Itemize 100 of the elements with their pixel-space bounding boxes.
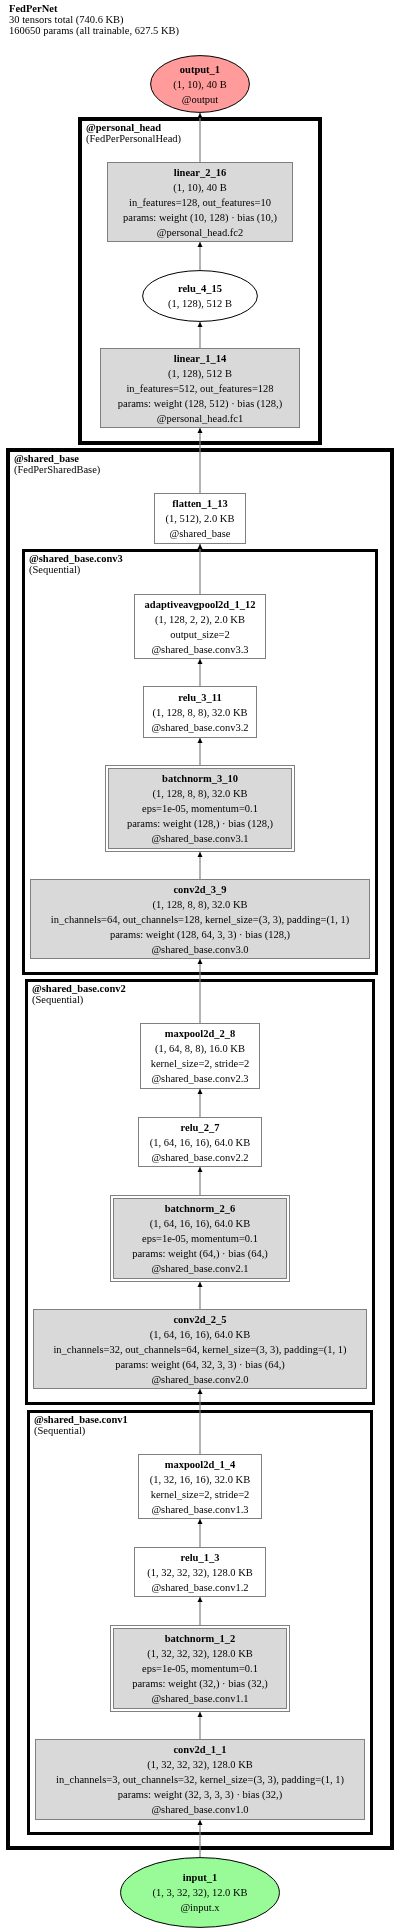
layer-box: [35, 1739, 365, 1820]
arrow: [197, 1596, 203, 1626]
module-path: @shared_base.conv3.2: [151, 720, 249, 735]
layer-box: [100, 348, 300, 428]
arrow: [197, 112, 203, 163]
arrow: [197, 958, 203, 1024]
tensor-size: (1, 128), 512 B: [168, 297, 232, 311]
arrow: [197, 1518, 203, 1548]
module-path: @shared_base.conv1.1: [151, 1692, 249, 1706]
module-path: @input.x: [180, 1901, 220, 1915]
layer-config: kernel_size=2, stride=2: [150, 1057, 250, 1071]
param-shapes: params: weight (64, 32, 3, 3) · bias (64,): [115, 1356, 285, 1372]
layer-box: [154, 493, 246, 544]
layer-name: relu_1_3: [180, 1550, 220, 1565]
arrow: [197, 1388, 203, 1455]
module-name: @shared_base.conv3: [29, 553, 123, 564]
layer-name: batchnorm_2_6: [164, 1202, 236, 1216]
tensor-size: (1, 128, 2, 2), 2.0 KB: [155, 612, 245, 627]
layer-name: maxpool2d_1_4: [164, 1457, 236, 1472]
layer-config: eps=1e-05, momentum=0.1: [142, 1662, 258, 1676]
layer-box: [143, 686, 257, 738]
layer-box: [33, 1309, 367, 1389]
layer-config: in_channels=64, out_channels=128, kernel_size=(3, 3), padding=(1, 1): [50, 912, 350, 927]
tensor-size: (1, 128, 8, 8), 32.0 KB: [152, 787, 248, 801]
arrow: [197, 543, 203, 595]
layer-name: output_1: [179, 62, 221, 77]
output-ellipse: [150, 55, 250, 113]
tensor-size: (1, 10), 40 B: [173, 180, 227, 195]
layer-name: conv2d_1_1: [173, 1743, 227, 1757]
layer-ellipse: [142, 270, 258, 322]
layer-box: [30, 879, 370, 959]
module-name: @shared_base.conv1: [34, 1414, 128, 1425]
module-class: (Sequential): [34, 1425, 86, 1436]
arrow: [197, 1166, 203, 1196]
arrow: [197, 1711, 203, 1740]
layer-config: output_size=2: [170, 627, 230, 642]
layer-box: [134, 1547, 266, 1597]
tensor-size: (1, 64, 16, 16), 64.0 KB: [149, 1135, 251, 1150]
layer-config: in_features=512, out_features=128: [126, 381, 274, 396]
module-frame: [6, 448, 394, 1850]
module-path: @shared_base.conv3.3: [151, 642, 249, 657]
param-shapes: params: weight (10, 128) · bias (10,): [123, 209, 277, 225]
tensor-size: (1, 32, 32, 32), 128.0 KB: [147, 1758, 253, 1772]
module-path: @output: [181, 92, 219, 107]
tensor-size: (1, 3, 32, 32), 12.0 KB: [152, 1886, 248, 1900]
module-frame: [25, 979, 375, 1405]
layer-box: [110, 1625, 290, 1712]
tensor-size: (1, 128, 8, 8), 32.0 KB: [152, 897, 248, 912]
tensor-size: (1, 64, 16, 16), 64.0 KB: [149, 1327, 251, 1342]
module-name: @shared_base: [14, 453, 79, 464]
arrow: [197, 1088, 203, 1118]
arrow: [197, 321, 203, 349]
layer-name: linear_2_16: [173, 165, 227, 180]
module-path: @shared_base.conv3.0: [151, 942, 249, 957]
param-shapes: params: weight (128,) · bias (128,): [126, 816, 274, 831]
tensor-size: (1, 32, 32, 32), 128.0 KB: [147, 1647, 253, 1661]
module-class: (FedPerSharedBase): [14, 464, 101, 475]
layer-name: batchnorm_1_2: [164, 1632, 236, 1646]
arrow: [197, 737, 203, 766]
layer-config: eps=1e-05, momentum=0.1: [142, 1232, 258, 1246]
module-path: @shared_base.conv3.1: [151, 832, 249, 846]
module-class: (FedPerPersonalHead): [86, 133, 182, 144]
module-name: @personal_head: [86, 122, 162, 133]
layer-box: [138, 1117, 262, 1167]
tensor-size: (1, 32, 32, 32), 128.0 KB: [147, 1565, 253, 1580]
module-path: @personal_head.fc2: [156, 225, 244, 240]
module-name: @shared_base.conv2: [32, 983, 126, 994]
layer-config: in_channels=32, out_channels=64, kernel_size=(3, 3), padding=(1, 1): [53, 1342, 347, 1357]
layer-name: linear_1_14: [173, 351, 227, 366]
module-class: (Sequential): [32, 994, 84, 1005]
module-path: @shared_base.conv1.3: [151, 1502, 249, 1517]
module-path: @shared_base.conv1.2: [151, 1580, 249, 1595]
tensor-size: (1, 64, 8, 8), 16.0 KB: [155, 1042, 245, 1056]
layer-config: kernel_size=2, stride=2: [150, 1487, 250, 1502]
module-path: @shared_base: [169, 527, 231, 541]
tensor-size: (1, 64, 16, 16), 64.0 KB: [149, 1217, 251, 1231]
tensor-size: (1, 512), 2.0 KB: [165, 512, 235, 526]
arrow: [197, 427, 203, 494]
module-class: (Sequential): [29, 564, 81, 575]
input-ellipse: [120, 1857, 280, 1928]
layer-name: relu_4_15: [177, 282, 223, 296]
arrow: [197, 658, 203, 687]
layer-name: maxpool2d_2_8: [164, 1027, 236, 1041]
diagram-title: FedPerNet: [9, 3, 58, 14]
summary-text: 30 tensors total (740.6 KB): [9, 14, 124, 25]
tensor-size: (1, 32, 16, 16), 32.0 KB: [149, 1472, 251, 1487]
layer-box: [105, 765, 295, 852]
param-shapes: params: weight (128, 64, 3, 3) · bias (128,): [109, 926, 291, 942]
layer-name: relu_3_11: [178, 690, 222, 705]
module-path: @shared_base.conv2.0: [151, 1372, 249, 1387]
layer-box: [134, 594, 266, 659]
param-shapes: params: weight (32,) · bias (32,): [132, 1676, 268, 1691]
tensor-size: (1, 128), 512 B: [168, 366, 232, 381]
layer-box: [107, 162, 293, 242]
module-path: @shared_base.conv2.2: [151, 1150, 249, 1165]
layer-name: batchnorm_3_10: [162, 772, 238, 786]
layer-box: [140, 1023, 260, 1089]
layer-name: flatten_1_13: [172, 497, 228, 511]
layer-name: adaptiveavgpool2d_1_12: [144, 597, 256, 612]
layer-name: conv2d_3_9: [173, 882, 227, 897]
